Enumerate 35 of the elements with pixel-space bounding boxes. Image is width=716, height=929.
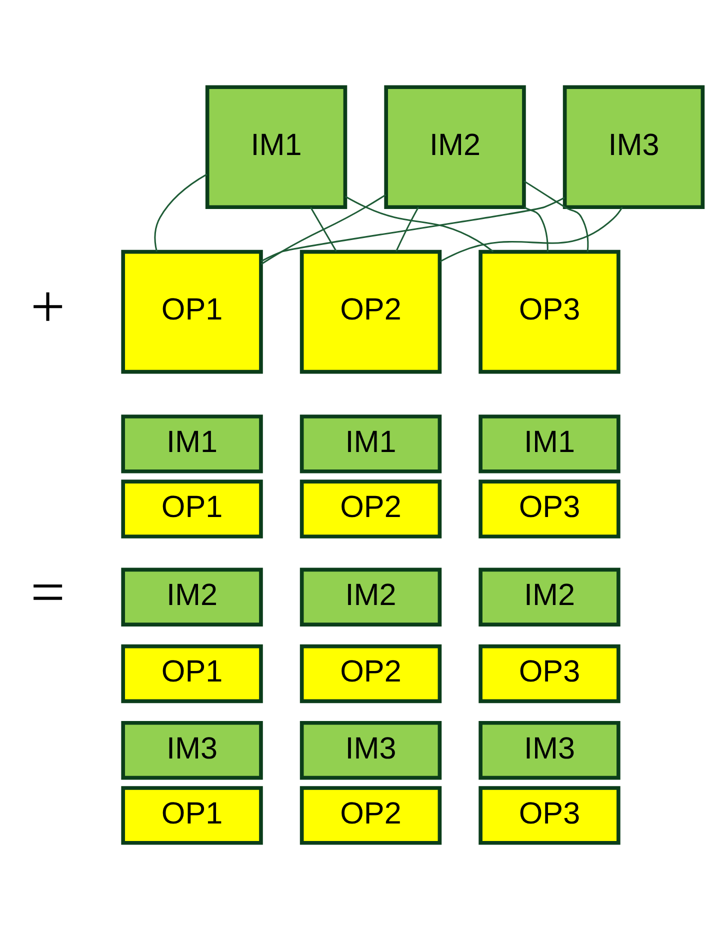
node-box: IM1 [300,414,442,473]
node-box: IM1 [205,84,348,209]
connector [260,194,386,264]
node-box: OP1 [121,644,263,703]
node-box: IM3 [562,84,705,209]
node-box: OP3 [478,786,620,844]
label: = [30,558,66,626]
node-box: IM2 [384,84,526,209]
node-box: OP2 [300,786,442,844]
node-box: IM3 [478,720,620,780]
node-box: OP3 [478,644,620,703]
connector [260,196,565,262]
connector [154,173,208,252]
node-box: OP2 [300,249,442,374]
node-box: IM2 [121,567,263,626]
connector [524,180,589,252]
node-box: IM1 [121,414,263,473]
node-box: OP3 [478,249,620,374]
node-box: OP3 [478,479,620,538]
label: + [30,272,66,340]
node-box: IM2 [300,567,442,626]
connector [345,195,494,252]
connector [310,206,337,252]
connector [440,206,623,262]
node-box: IM3 [121,720,263,780]
node-box: OP2 [300,644,442,703]
connector [524,206,548,252]
node-box: OP1 [121,249,263,374]
connector [396,206,420,252]
node-box: IM3 [300,720,442,780]
node-box: OP1 [121,479,263,538]
node-box: OP1 [121,786,263,844]
node-box: IM2 [478,567,620,626]
node-box: IM1 [478,414,620,473]
node-box: OP2 [300,479,442,538]
